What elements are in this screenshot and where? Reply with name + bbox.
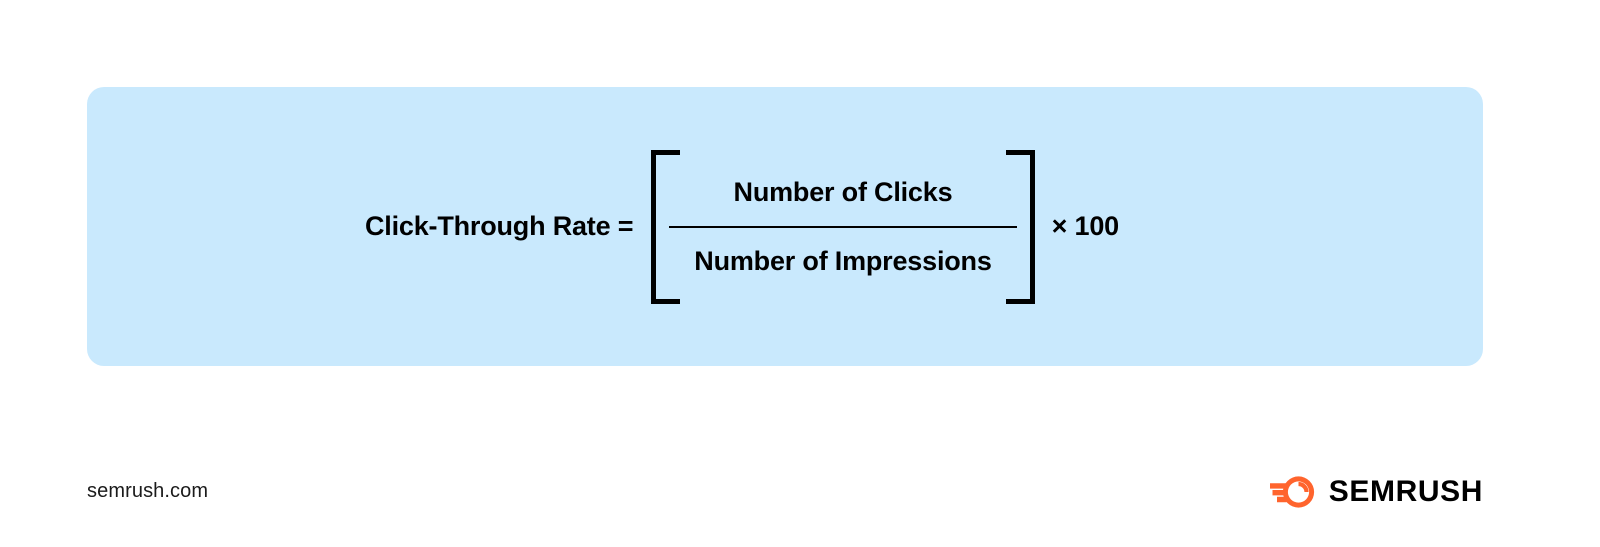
formula-panel: Click-Through Rate = Number of Clicks Nu… — [87, 87, 1483, 366]
formula-equation: Click-Through Rate = Number of Clicks Nu… — [87, 87, 1483, 366]
fraction-numerator: Number of Clicks — [733, 176, 953, 207]
formula-equation-inner: Click-Through Rate = Number of Clicks Nu… — [365, 149, 1120, 304]
brand-logo: SEMRUSH — [1269, 472, 1483, 512]
bracket-open — [651, 149, 681, 304]
fraction-denominator: Number of Impressions — [694, 245, 992, 276]
bracket-close — [1005, 149, 1035, 304]
fraction-bar — [668, 225, 1017, 228]
footer-site-url: semrush.com — [87, 480, 209, 502]
formula-multiplier: × 100 — [1051, 211, 1120, 241]
fraction: Number of Clicks Number of Impressions — [668, 176, 1017, 276]
brand-wordmark: SEMRUSH — [1328, 475, 1483, 508]
formula-left-hand-side: Click-Through Rate = — [365, 211, 634, 241]
semrush-comet-icon — [1269, 476, 1314, 508]
